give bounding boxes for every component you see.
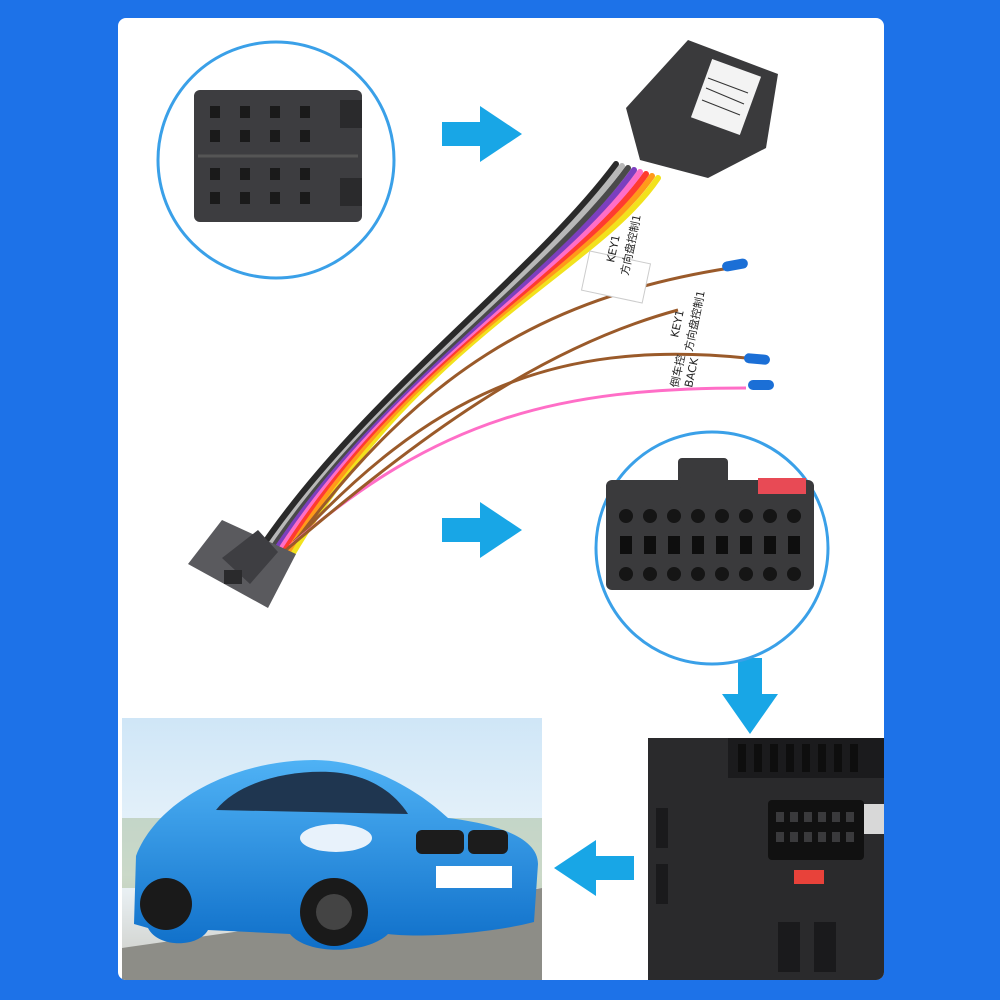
signal-wires <box>285 266 747 552</box>
tag3-line2: BACK <box>682 356 701 389</box>
wire <box>245 161 619 571</box>
tag3-line1: 倒车控 <box>667 353 688 388</box>
tag2-line2: 方向盘控制1 <box>681 289 708 353</box>
wire-tips <box>722 258 774 390</box>
tag2-line1: KEY1 <box>668 309 687 339</box>
arrow-down-icon <box>722 658 778 734</box>
product-illustration: KEY1 方向盘控制1 KEY1 方向盘控制1 倒车控 BACK <box>122 40 884 980</box>
arrow-right-icon <box>442 106 522 162</box>
harness-bottom-connector <box>188 520 296 608</box>
iso-connector-closeup <box>156 40 396 280</box>
harness-top-connector <box>626 40 778 178</box>
tag1-line1: KEY1 <box>604 234 623 264</box>
radio-connector-closeup <box>594 430 830 666</box>
arrow-left-icon <box>554 840 634 896</box>
wire-bundle <box>245 161 661 571</box>
product-panel: KEY1 方向盘控制1 KEY1 方向盘控制1 倒车控 BACK <box>118 18 884 980</box>
car-photo <box>122 718 542 980</box>
wire <box>287 175 661 561</box>
arrow-right-icon <box>442 502 522 558</box>
head-unit-rear <box>648 738 884 980</box>
